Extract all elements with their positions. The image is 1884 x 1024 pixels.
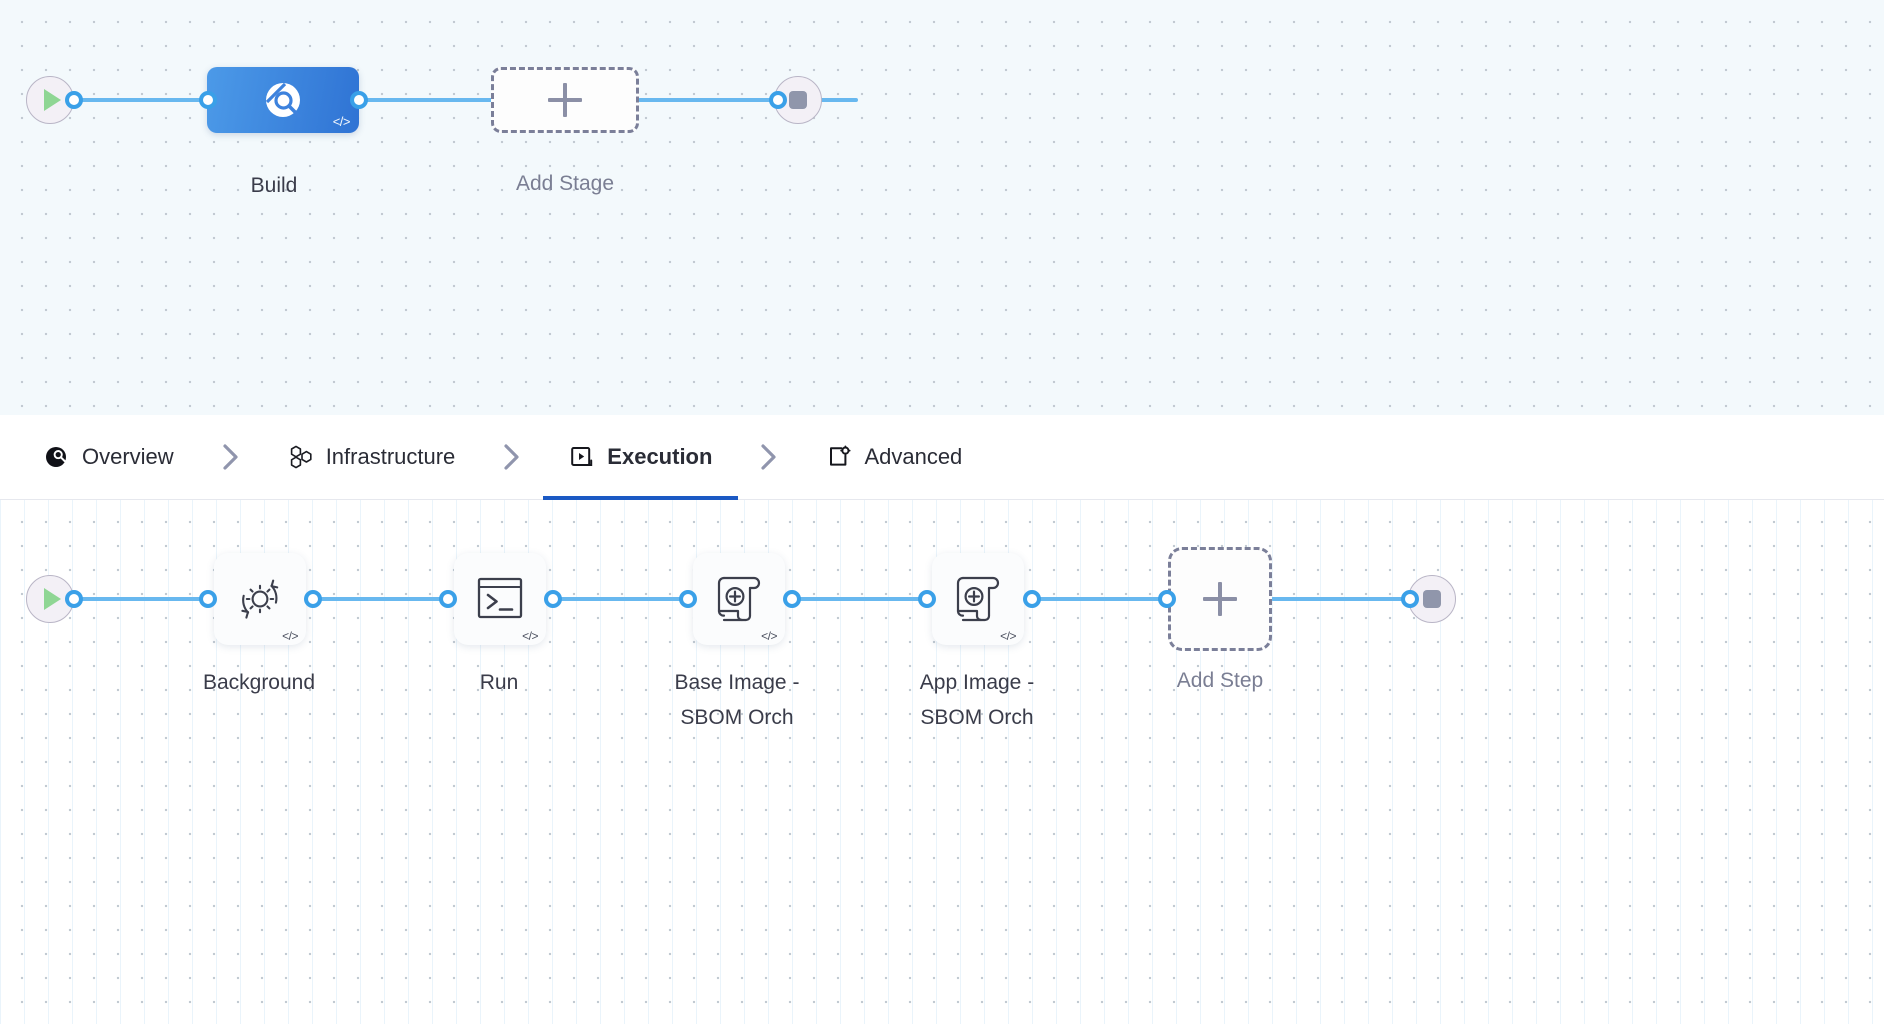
step-port-end-in[interactable] <box>1401 590 1419 608</box>
stage-port-end-in[interactable] <box>769 91 787 109</box>
stage-node-build[interactable]: </> <box>207 67 359 133</box>
step-port-addstep-in[interactable] <box>1158 590 1176 608</box>
chevron-right-icon <box>481 415 543 499</box>
tab-infrastructure-label: Infrastructure <box>325 444 456 469</box>
code-badge: </> <box>761 629 777 643</box>
step-port-run-in[interactable] <box>439 590 457 608</box>
code-badge: </> <box>282 629 298 643</box>
plus-icon <box>1203 582 1237 616</box>
tab-advanced-label: Advanced <box>864 444 963 469</box>
step-rail-background-run <box>312 597 457 601</box>
add-stage-button[interactable] <box>491 67 639 133</box>
add-step-button[interactable] <box>1168 547 1272 651</box>
play-icon <box>44 588 61 610</box>
step-rail-run-baseimage <box>552 597 697 601</box>
step-caption-run: Run <box>479 671 519 694</box>
step-node-app-image-sbom[interactable]: </> <box>932 553 1024 645</box>
chevron-right-icon <box>738 415 800 499</box>
step-rail-addstep-end <box>1271 597 1419 601</box>
play-icon <box>44 89 61 111</box>
code-badge: </> <box>1000 629 1016 643</box>
step-rail-appimage-addstep <box>1031 597 1176 601</box>
step-rail-start-background <box>72 597 217 601</box>
tab-infrastructure[interactable]: Infrastructure <box>262 415 482 499</box>
stop-icon <box>1423 590 1441 608</box>
tab-execution-label: Execution <box>607 444 713 469</box>
stage-caption-add-stage: Add Stage <box>515 172 615 195</box>
background-gear-sync-icon <box>241 579 279 619</box>
step-port-appimage-out[interactable] <box>1023 590 1041 608</box>
stage-port-start-out[interactable] <box>65 91 83 109</box>
step-caption-add-step: Add Step <box>1176 669 1264 692</box>
sbom-scroll-plus-icon <box>956 576 1000 622</box>
stop-icon <box>789 91 807 109</box>
step-node-background[interactable]: </> <box>214 553 306 645</box>
tab-overview-label: Overview <box>82 444 174 469</box>
stage-port-build-in[interactable] <box>199 91 217 109</box>
tab-overview[interactable]: Overview <box>18 415 200 499</box>
step-port-appimage-in[interactable] <box>918 590 936 608</box>
tab-advanced[interactable]: Advanced <box>800 415 988 499</box>
step-port-baseimage-in[interactable] <box>679 590 697 608</box>
step-port-background-out[interactable] <box>304 590 322 608</box>
stage-rail-addstage-end <box>638 98 858 102</box>
step-rail-baseimage-appimage <box>791 597 936 601</box>
step-port-baseimage-out[interactable] <box>783 590 801 608</box>
stage-rail-start-build <box>72 98 288 102</box>
harness-pipeline-icon <box>265 82 301 118</box>
code-badge: </> <box>522 629 538 643</box>
sbom-scroll-plus-icon <box>717 576 761 622</box>
step-node-base-image-sbom[interactable]: </> <box>693 553 785 645</box>
tab-execution[interactable]: Execution <box>543 415 739 500</box>
terminal-icon <box>477 577 523 619</box>
step-caption-background: Background <box>202 671 316 694</box>
stage-port-build-out[interactable] <box>350 91 368 109</box>
step-caption-base-image-sbom: Base Image - SBOM Orch <box>674 671 800 729</box>
step-graph-canvas[interactable]: </> </> </> <box>0 500 1884 1024</box>
step-node-run[interactable]: </> <box>454 553 546 645</box>
step-port-background-in[interactable] <box>199 590 217 608</box>
stage-graph-canvas[interactable]: </> Build Add Stage <box>0 0 1884 415</box>
execution-play-box-icon <box>569 444 595 470</box>
plus-icon <box>548 83 582 117</box>
step-caption-app-image-sbom: App Image - SBOM Orch <box>919 671 1035 729</box>
stage-rail-build-addstage <box>358 98 608 102</box>
stage-config-tabs[interactable]: Overview Infrastructure Execution <box>0 415 1884 500</box>
infrastructure-hex-icon <box>288 444 314 470</box>
code-badge: </> <box>332 114 351 129</box>
step-port-start-out[interactable] <box>65 590 83 608</box>
overview-icon <box>44 444 70 470</box>
advanced-gear-box-icon <box>826 444 852 470</box>
stage-caption-build: Build <box>250 174 298 197</box>
step-port-run-out[interactable] <box>544 590 562 608</box>
chevron-right-icon <box>200 415 262 499</box>
